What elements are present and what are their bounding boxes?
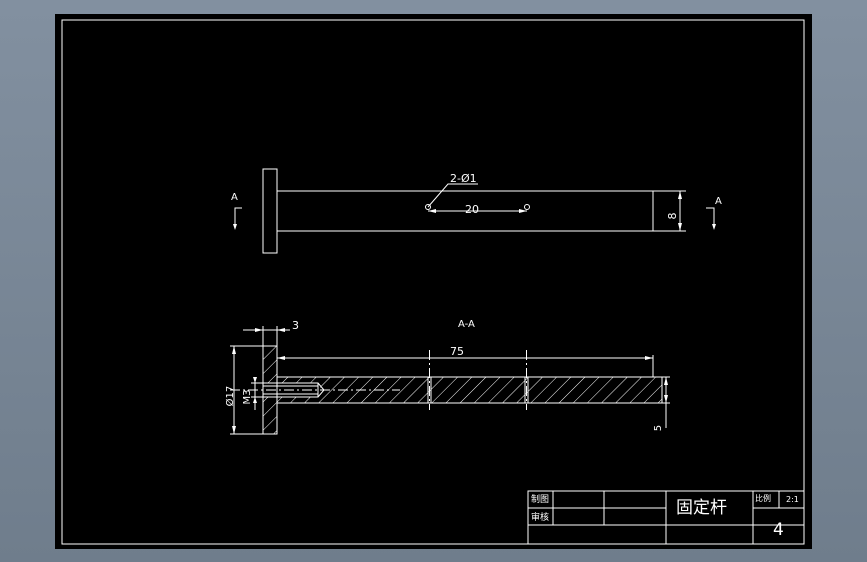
scale-label: 比例 <box>755 493 771 503</box>
arrow <box>678 223 682 231</box>
arrow <box>253 397 257 403</box>
arrow <box>277 328 285 332</box>
arrow <box>277 356 285 360</box>
section-mark-left <box>234 207 242 228</box>
drawing-sheet <box>55 14 812 549</box>
arrow <box>253 377 257 383</box>
hole-spacing-text: 20 <box>465 203 479 216</box>
flange-dia-text: Ø17 <box>224 386 236 407</box>
title-block: 制图 审核 固定杆 比例 2:1 4 <box>527 490 805 545</box>
end-dim-text: 5 <box>653 425 664 431</box>
arrow <box>712 224 716 230</box>
flange-outline <box>262 168 278 254</box>
arrow <box>232 426 236 434</box>
thread-text: M3 <box>242 390 253 405</box>
drawn-label: 制图 <box>531 493 549 505</box>
drawing-border <box>61 19 805 545</box>
hole-2 <box>524 204 530 210</box>
arrow <box>678 191 682 199</box>
section-label-right: A <box>715 196 722 207</box>
arrow <box>664 377 668 385</box>
arrow <box>255 328 263 332</box>
arrow <box>232 346 236 354</box>
length-text: 75 <box>450 345 464 358</box>
arrow <box>428 209 436 213</box>
front-view: 2-Ø1 20 8 A A <box>231 168 722 254</box>
section-title: A-A <box>458 319 475 330</box>
hole-callout-text: 2-Ø1 <box>450 172 477 185</box>
sheet-number: 4 <box>773 520 784 540</box>
section-label-left: A <box>231 192 238 203</box>
shaft-outline <box>276 190 654 232</box>
part-name: 固定杆 <box>676 498 727 518</box>
hole-1 <box>425 204 431 210</box>
section-mark-right <box>706 207 715 228</box>
hole-callout-leader <box>427 183 478 208</box>
arrow <box>519 209 527 213</box>
checked-label: 审核 <box>531 511 549 523</box>
shaft-dia-text: 8 <box>666 213 679 220</box>
flange-thk-text: 3 <box>292 319 299 332</box>
section-view: A-A <box>224 319 670 435</box>
shaft-section-outline <box>276 376 663 404</box>
arrow <box>645 356 653 360</box>
scale-value: 2:1 <box>786 495 799 504</box>
arrow <box>233 224 237 230</box>
arrow <box>664 395 668 403</box>
